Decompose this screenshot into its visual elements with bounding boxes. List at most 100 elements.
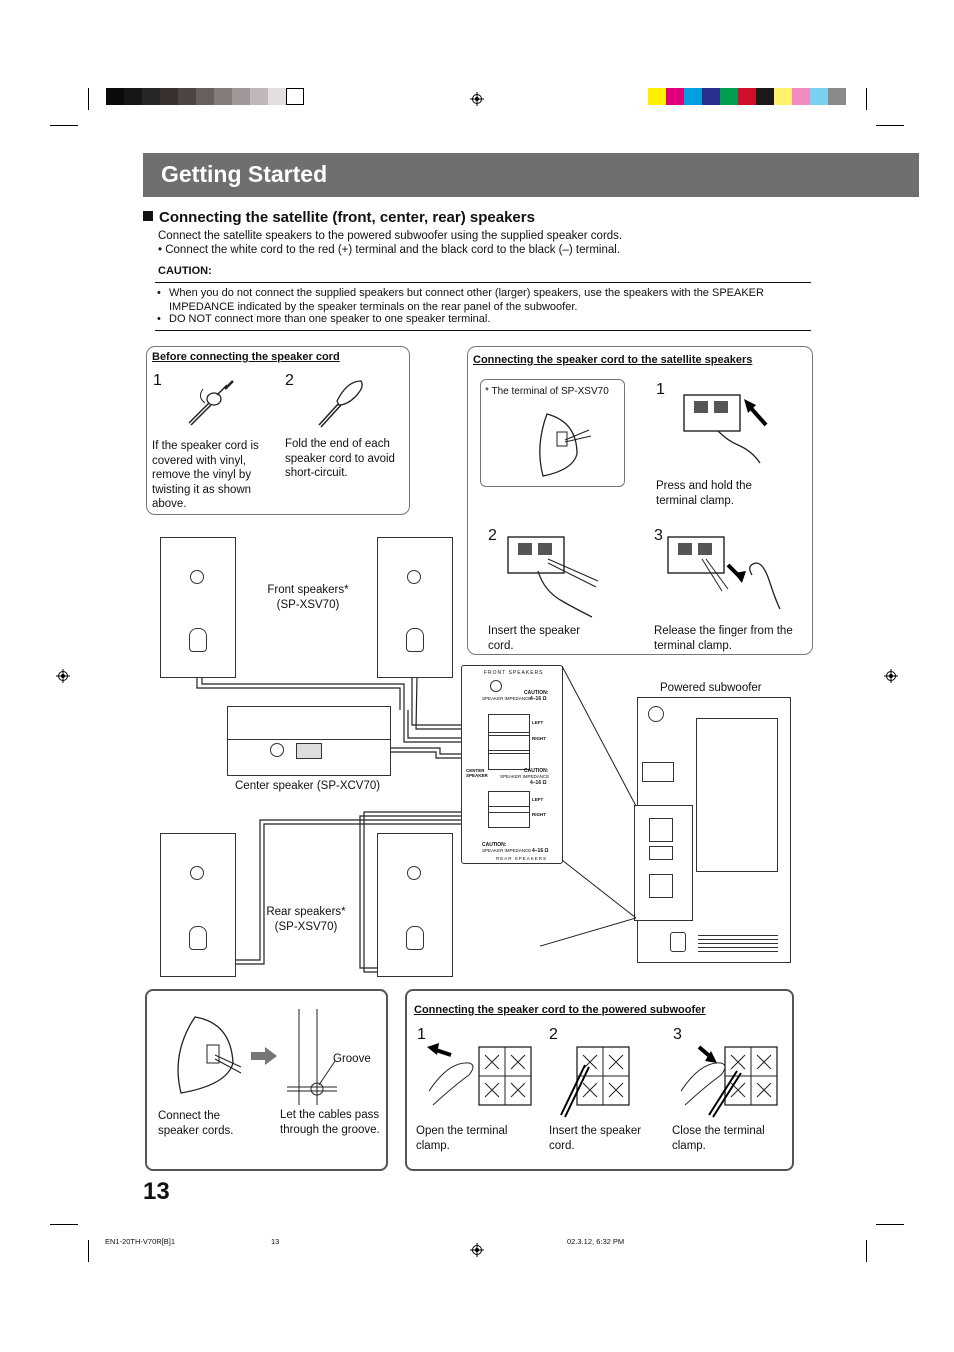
step-caption: Press and hold the terminal clamp. [656, 480, 752, 507]
color-swatch [142, 88, 160, 105]
color-swatch [828, 88, 846, 105]
color-swatch [720, 88, 738, 105]
divider [155, 282, 811, 283]
color-swatch [666, 88, 684, 105]
color-swatch [232, 88, 250, 105]
color-swatch [810, 88, 828, 105]
groove-label: Groove [333, 1053, 371, 1065]
crop-mark [866, 88, 867, 110]
step-number: 1 [656, 381, 665, 398]
crop-mark [88, 88, 89, 110]
step-number: 3 [673, 1026, 682, 1043]
close-clamp-illustration [680, 1045, 778, 1118]
terminal-inset: * The terminal of SP-XSV70 [480, 379, 625, 487]
footer-sheet: 13 [271, 1237, 280, 1246]
callout-lines [540, 665, 637, 947]
step-number: 1 [153, 372, 162, 389]
step-caption: Connect the speaker cords. [158, 1110, 234, 1137]
section-title: Connecting the satellite (front, center,… [143, 209, 535, 226]
caution-label: CAUTION: [158, 265, 212, 277]
registration-mark-icon [884, 669, 898, 683]
rear-speakers-label: Rear speakers* (SP-XSV70) [266, 906, 346, 933]
color-swatch [124, 88, 142, 105]
registration-mark-icon [470, 1243, 484, 1257]
speaker-back-terminal-illustration [539, 413, 592, 477]
color-swatch [792, 88, 810, 105]
crop-mark [50, 125, 78, 126]
press-clamp-illustration [683, 394, 768, 464]
step-caption: If the speaker cord is covered with viny… [152, 440, 259, 510]
color-swatch [250, 88, 268, 105]
box-heading: Connecting the speaker cord to the satel… [473, 354, 753, 366]
subwoofer-connection-box: Connecting the speaker cord to the power… [405, 989, 794, 1171]
groove-illustration [287, 1009, 337, 1105]
crop-mark [88, 1240, 89, 1262]
step-caption: Fold the end of each speaker cord to avo… [285, 438, 395, 479]
step-number: 3 [654, 527, 663, 544]
open-clamp-illustration [427, 1043, 532, 1106]
square-bullet-icon [143, 211, 153, 221]
insert-cord-sub-illustration [560, 1046, 630, 1118]
inset-label: * The terminal of SP-XSV70 [485, 386, 609, 397]
step-caption: Insert the speaker cord. [488, 625, 581, 652]
center-speaker-label: Center speaker (SP-XCV70) [235, 780, 381, 792]
step-caption: Release the finger from the terminal cla… [654, 625, 793, 652]
color-swatch [684, 88, 702, 105]
rear-right-speaker [377, 833, 453, 977]
box-heading: Connecting the speaker cord to the power… [414, 1004, 706, 1016]
crop-mark [876, 125, 904, 126]
color-swatch [774, 88, 792, 105]
step-caption: Insert the speaker cord. [549, 1125, 642, 1152]
step-number: 2 [488, 527, 497, 544]
twist-wire-illustration [188, 380, 234, 426]
fold-wire-illustration [318, 380, 363, 428]
step-number: 2 [549, 1026, 558, 1043]
crop-mark [866, 1240, 867, 1262]
arrow-right-icon [251, 1047, 277, 1065]
color-swatch [178, 88, 196, 105]
divider [155, 330, 811, 331]
color-swatch [738, 88, 756, 105]
subwoofer-label: Powered subwoofer [660, 682, 762, 694]
color-swatch [214, 88, 232, 105]
page-number: 13 [143, 1178, 170, 1205]
color-swatch [160, 88, 178, 105]
registration-mark-icon [56, 669, 70, 683]
subwoofer-terminal-area [634, 805, 693, 921]
color-swatch [196, 88, 214, 105]
header-banner: Getting Started [143, 153, 919, 197]
step-number: 2 [285, 372, 294, 389]
step-caption: Let the cables pass through the groove. [280, 1109, 380, 1136]
terminal-panel: FRONT SPEAKERS CAUTION: SPEAKER IMPEDANC… [461, 665, 563, 864]
color-swatch [648, 88, 666, 105]
caution-item: • When you do not connect the supplied s… [157, 287, 764, 313]
insert-cord-illustration [507, 536, 599, 618]
center-speaker [227, 706, 391, 776]
color-swatch [286, 88, 304, 105]
step-number: 1 [417, 1026, 426, 1043]
satellite-connection-box: Connecting the speaker cord to the satel… [467, 346, 813, 655]
section-bullet: • Connect the white cord to the red (+) … [158, 244, 621, 256]
rear-left-speaker [160, 833, 236, 977]
caution-item: • DO NOT connect more than one speaker t… [157, 313, 491, 325]
color-swatch [268, 88, 286, 105]
page-title: Getting Started [161, 161, 328, 187]
registration-mark-icon [470, 92, 484, 106]
section-intro: Connect the satellite speakers to the po… [158, 230, 623, 242]
front-right-speaker [377, 537, 453, 678]
crop-mark [50, 1224, 78, 1225]
release-clamp-illustration [667, 536, 781, 610]
footer-timestamp: 02.3.12, 6:32 PM [567, 1237, 625, 1246]
color-swatch [106, 88, 124, 105]
color-swatch [756, 88, 774, 105]
step-caption: Open the terminal clamp. [416, 1125, 508, 1152]
footer-file: EN1-20TH-V70R[B]1 [105, 1237, 176, 1246]
front-left-speaker [160, 537, 236, 678]
color-swatch [702, 88, 720, 105]
groove-box: Groove Connect the speaker cords. Let th… [145, 989, 388, 1171]
box-heading: Before connecting the speaker cord [152, 351, 340, 363]
before-connecting-box: Before connecting the speaker cord 1 2 I… [146, 346, 410, 515]
step-caption: Close the terminal clamp. [672, 1125, 765, 1152]
connect-cords-illustration [177, 1016, 242, 1094]
front-speakers-label: Front speakers* (SP-XSV70) [267, 584, 349, 611]
